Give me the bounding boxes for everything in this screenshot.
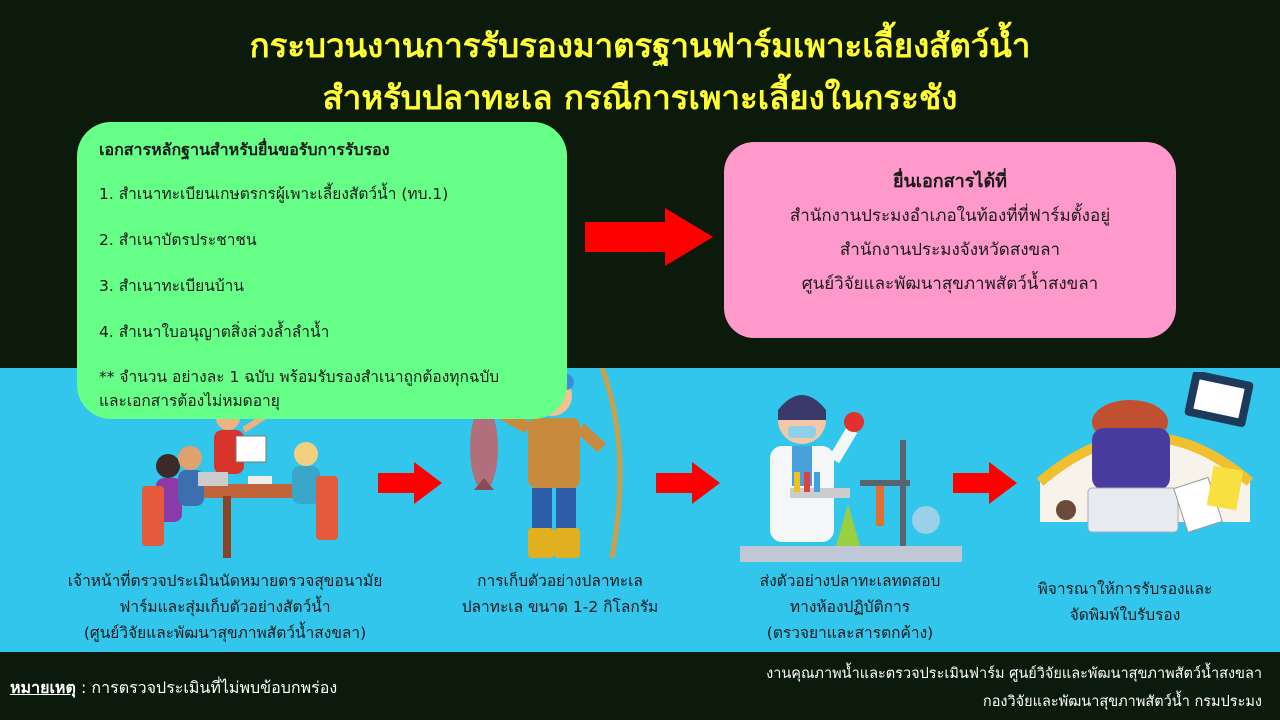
documents-heading: เอกสารหลักฐานสำหรับยื่นขอรับการรับรอง <box>99 140 390 159</box>
lab-scientist-illustration-icon <box>740 395 962 562</box>
submit-heading: ยื่นเอกสารได้ที่ <box>892 171 1008 192</box>
step-text: การเก็บตัวอย่างปลาทะเล <box>477 572 643 590</box>
footer-credit-line-2: กองวิจัยและพัฒนาสุขภาพสัตว์น้ำ กรมประมง <box>982 694 1262 710</box>
documents-note: ** จำนวน อย่างละ 1 ฉบับ พร้อมรับรองสำเนา… <box>99 365 545 413</box>
footer-note-text: : การตรวจประเมินที่ไม่พบข้อบกพร่อง <box>80 678 338 697</box>
desk-worker-illustration-icon <box>1036 372 1254 534</box>
submit-location: ศูนย์วิจัยและพัฒนาสุขภาพสัตว์น้ำสงขลา <box>801 274 1099 294</box>
footer-credit: งานคุณภาพน้ำและตรวจประเมินฟาร์ม ศูนย์วิจ… <box>766 660 1262 716</box>
step-1-label: เจ้าหน้าที่ตรวจประเมินนัดหมายตรวจสุขอนาม… <box>20 568 430 646</box>
document-item: 2. สำเนาบัตรประชาชน <box>99 231 257 249</box>
step-text: จัดพิมพ์ใบรับรอง <box>1069 606 1181 624</box>
step-text: พิจารณาให้การรับรองและ <box>1037 580 1213 598</box>
footer-note-label: หมายเหตุ <box>10 678 76 697</box>
submit-location: สำนักงานประมงจังหวัดสงขลา <box>839 240 1061 260</box>
document-item: 4. สำเนาใบอนุญาตสิ่งล่วงล้ำลำน้ำ <box>99 323 330 341</box>
step-text: เจ้าหน้าที่ตรวจประเมินนัดหมายตรวจสุขอนาม… <box>67 572 383 590</box>
step-3-label: ส่งตัวอย่างปลาทะเลทดสอบ ทางห้องปฏิบัติกา… <box>720 568 980 646</box>
step-text: ปลาทะเล ขนาด 1-2 กิโลกรัม <box>461 598 659 616</box>
arrow-right-icon <box>378 462 442 504</box>
title-line-2: สำหรับปลาทะเล กรณีการเพาะเลี้ยงในกระชัง <box>322 78 958 117</box>
step-2-label: การเก็บตัวอย่างปลาทะเล ปลาทะเล ขนาด 1-2 … <box>440 568 680 620</box>
arrow-right-icon <box>953 462 1017 504</box>
meeting-illustration-icon <box>142 406 338 558</box>
title-line-1: กระบวนงานการรับรองมาตรฐานฟาร์มเพาะเลี้ยง… <box>249 26 1031 65</box>
submit-location: สำนักงานประมงอำเภอในท้องที่ที่ฟาร์มตั้งอ… <box>789 206 1111 226</box>
document-item: 3. สำเนาทะเบียนบ้าน <box>99 277 244 295</box>
footer-credit-line-1: งานคุณภาพน้ำและตรวจประเมินฟาร์ม ศูนย์วิจ… <box>766 666 1262 682</box>
submit-location-box: ยื่นเอกสารได้ที่ สำนักงานประมงอำเภอในท้อ… <box>724 142 1176 338</box>
step-4-label: พิจารณาให้การรับรองและ จัดพิมพ์ใบรับรอง <box>1000 576 1250 628</box>
documents-note-line-2: และเอกสารต้องไม่หมดอายุ <box>99 392 280 410</box>
step-text: (ศูนย์วิจัยและพัฒนาสุขภาพสัตว์น้ำสงขลา) <box>83 624 367 642</box>
arrow-right-icon <box>656 462 720 504</box>
page-title: กระบวนงานการรับรองมาตรฐานฟาร์มเพาะเลี้ยง… <box>0 20 1260 124</box>
documents-box: เอกสารหลักฐานสำหรับยื่นขอรับการรับรอง 1.… <box>77 122 567 419</box>
step-text: (ตรวจยาและสารตกค้าง) <box>766 624 934 642</box>
step-text: ส่งตัวอย่างปลาทะเลทดสอบ <box>759 572 941 590</box>
step-text: ฟาร์มและสุ่มเก็บตัวอย่างสัตว์น้ำ <box>119 598 331 616</box>
documents-note-line-1: ** จำนวน อย่างละ 1 ฉบับ พร้อมรับรองสำเนา… <box>99 368 500 386</box>
arrow-right-icon <box>585 208 713 266</box>
footer-band <box>0 652 1280 720</box>
footer-note: หมายเหตุ : การตรวจประเมินที่ไม่พบข้อบกพร… <box>10 676 337 701</box>
document-item: 1. สำเนาทะเบียนเกษตรกรผู้เพาะเลี้ยงสัตว์… <box>99 185 449 203</box>
step-text: ทางห้องปฏิบัติการ <box>789 598 911 616</box>
